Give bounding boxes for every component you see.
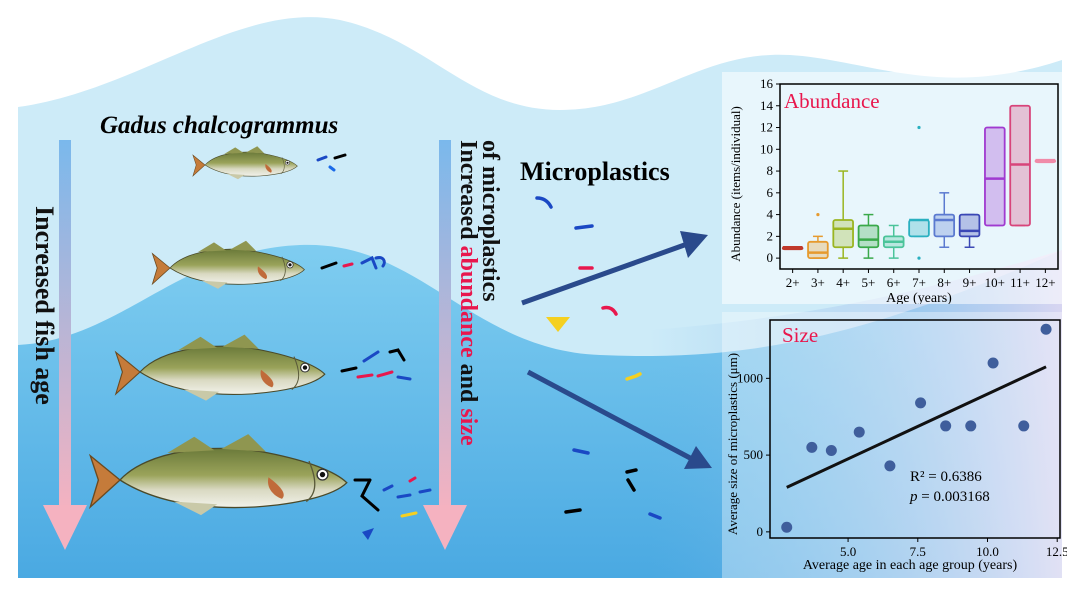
size-xtick-label: 5.0 [840, 544, 856, 559]
abundance-chart-title: Abundance [784, 89, 880, 113]
box-body [857, 224, 880, 249]
species-name: Gadus chalcogrammus [100, 112, 339, 139]
size-data-point [940, 420, 952, 432]
size-xtick-label: 10.0 [976, 544, 999, 559]
size-chart-xlabel: Average age in each age group (years) [803, 558, 1018, 573]
microplastics-arrow-label-line1: Increased abundance and size [455, 140, 481, 446]
p-value-label: p = 0.003168 [909, 489, 990, 505]
size-data-point [965, 420, 977, 432]
abundance-ytick-label: 10 [760, 141, 773, 156]
abundance-ytick-label: 14 [760, 98, 774, 113]
abundance-xtick-label: 10+ [985, 275, 1005, 290]
abundance-ytick-label: 12 [760, 120, 773, 135]
size-chart-title: Size [782, 323, 818, 347]
abundance-xtick-label: 8+ [937, 275, 951, 290]
size-xtick-label: 7.5 [910, 544, 926, 559]
fish-age-arrow-label: Increased fish age [30, 206, 59, 405]
box-outlier [917, 125, 921, 130]
fish-age-arrow [43, 140, 87, 550]
size-ytick-label: 500 [744, 447, 764, 462]
abundance-xtick-label: 6+ [887, 275, 901, 290]
abundance-xtick-label: 5+ [862, 275, 876, 290]
microplastics-arrow-label-line2: of microplastics [477, 140, 503, 302]
abundance-box-10plus [984, 126, 1006, 227]
size-data-point [1018, 420, 1030, 432]
abundance-box-4plus [832, 170, 854, 259]
abundance-ytick-label: 2 [767, 228, 774, 243]
r-squared-label: R² = 0.6386 [910, 469, 982, 485]
abundance-xtick-label: 9+ [963, 275, 977, 290]
box-body [807, 240, 829, 260]
abundance-box-9plus [958, 213, 981, 248]
box-body [958, 213, 981, 238]
size-xtick-label: 12.5 [1046, 544, 1067, 559]
fish-microplastic-fragments [316, 153, 432, 518]
abundance-ytick-label: 0 [767, 250, 774, 265]
box-outlier [917, 256, 921, 260]
abundance-ytick-label: 6 [767, 185, 774, 200]
abundance-ytick-label: 16 [760, 76, 774, 91]
abundance-ytick-label: 8 [767, 163, 774, 178]
size-chart: 0 500 1000 5.0 7.5 10.0 12.5 Size R² = 0.6386… [722, 312, 1067, 582]
size-data-point [1040, 323, 1052, 335]
abundance-xtick-label: 2+ [786, 275, 800, 290]
microplastics-arrow [423, 140, 467, 550]
size-data-point [806, 441, 818, 453]
abundance-box-6plus [882, 224, 905, 259]
size-data-point [915, 397, 927, 409]
abundance-box-7plus [908, 125, 930, 260]
abundance-xtick-label: 7+ [912, 275, 926, 290]
size-fit-line [786, 365, 1047, 489]
size-data-point [781, 521, 793, 533]
abundance-box-3plus [807, 212, 829, 260]
abundance-xtick-label: 3+ [811, 275, 825, 290]
box-body [832, 219, 854, 249]
abundance-highlight: abundance [455, 245, 481, 358]
size-ytick-label: 1000 [737, 370, 763, 385]
abundance-box-5plus [857, 213, 880, 259]
abundance-box-12plus [1034, 158, 1057, 164]
abundance-xtick-label: 4+ [836, 275, 850, 290]
size-data-point [987, 357, 999, 369]
box-body [984, 126, 1006, 227]
abundance-box-11plus [1009, 104, 1031, 227]
size-data-point [884, 460, 896, 472]
abundance-box-8plus [933, 192, 956, 248]
abundance-box-2plus [781, 245, 804, 251]
abundance-xtick-label: 11+ [1010, 275, 1030, 290]
box-outlier [816, 212, 820, 217]
abundance-xtick-label: 12+ [1035, 275, 1055, 290]
box-body [908, 219, 930, 238]
size-chart-ylabel: Average size of microplastics (μm) [725, 353, 740, 535]
abundance-ytick-label: 4 [767, 207, 774, 222]
box-body [933, 213, 956, 238]
size-ytick-label: 0 [757, 524, 764, 539]
size-highlight: size [455, 408, 481, 446]
abundance-chart-ylabel: Abundance (items/individual) [728, 106, 743, 262]
abundance-chart-xlabel: Age (years) [886, 291, 952, 304]
arrow-to-size [526, 369, 712, 469]
size-data-point [853, 426, 865, 438]
arrow-to-abundance [521, 231, 708, 306]
size-data-point [825, 444, 837, 456]
microplastics-label: Microplastics [520, 157, 670, 186]
